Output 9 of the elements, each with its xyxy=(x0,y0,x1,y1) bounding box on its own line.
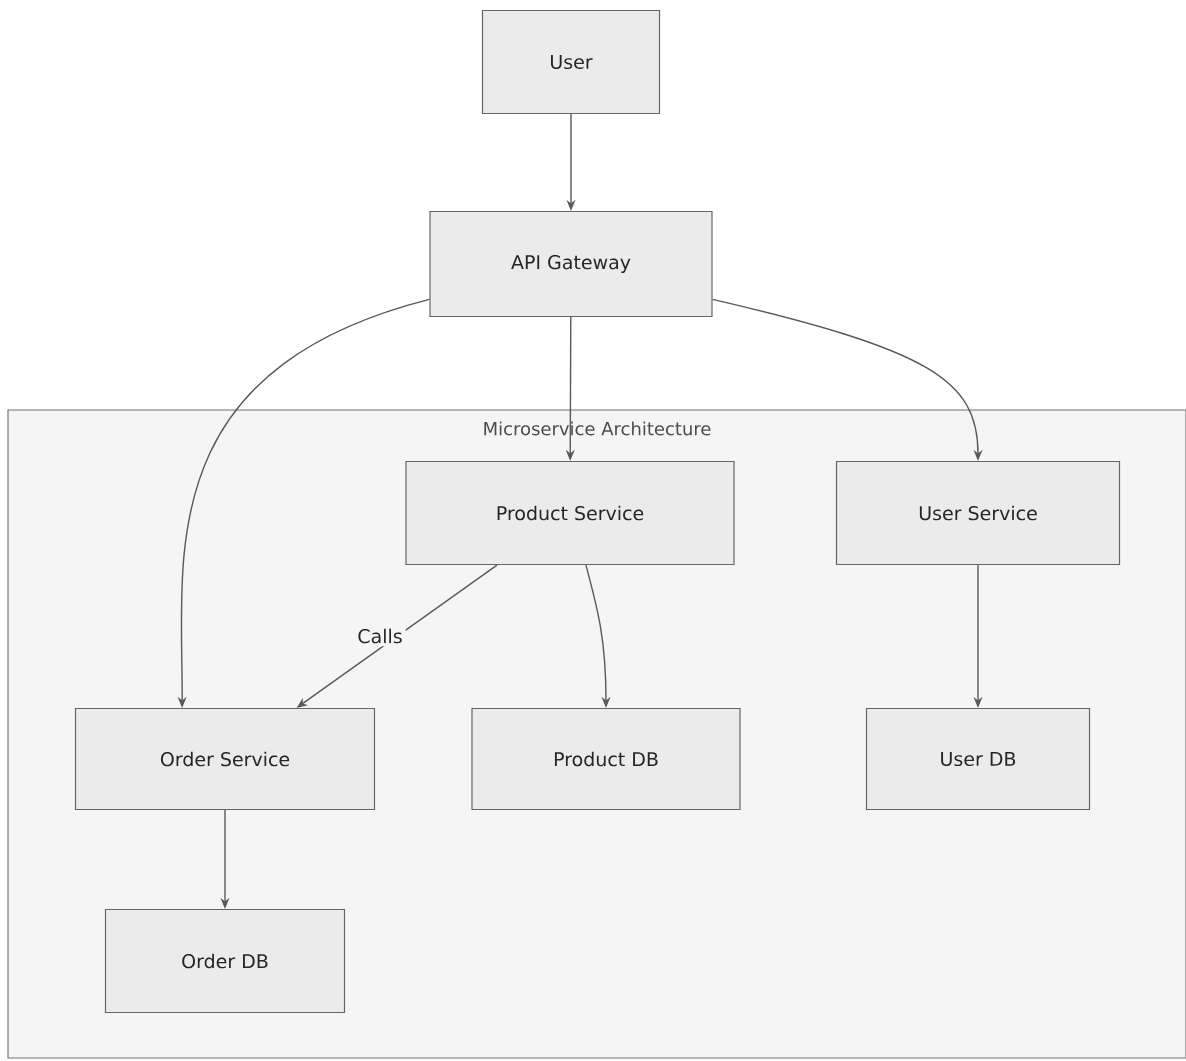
process-box: User xyxy=(481,9,661,115)
process-box: Order Service xyxy=(74,707,376,811)
process-box: Product Service xyxy=(405,460,735,566)
process-box: API Gateway xyxy=(429,210,713,318)
edge-label: Calls xyxy=(354,625,406,647)
process-box: Product DB xyxy=(471,707,741,811)
process-box: User DB xyxy=(865,707,1091,811)
process-box: Order DB xyxy=(104,908,346,1014)
process-box: User Service xyxy=(835,460,1121,566)
